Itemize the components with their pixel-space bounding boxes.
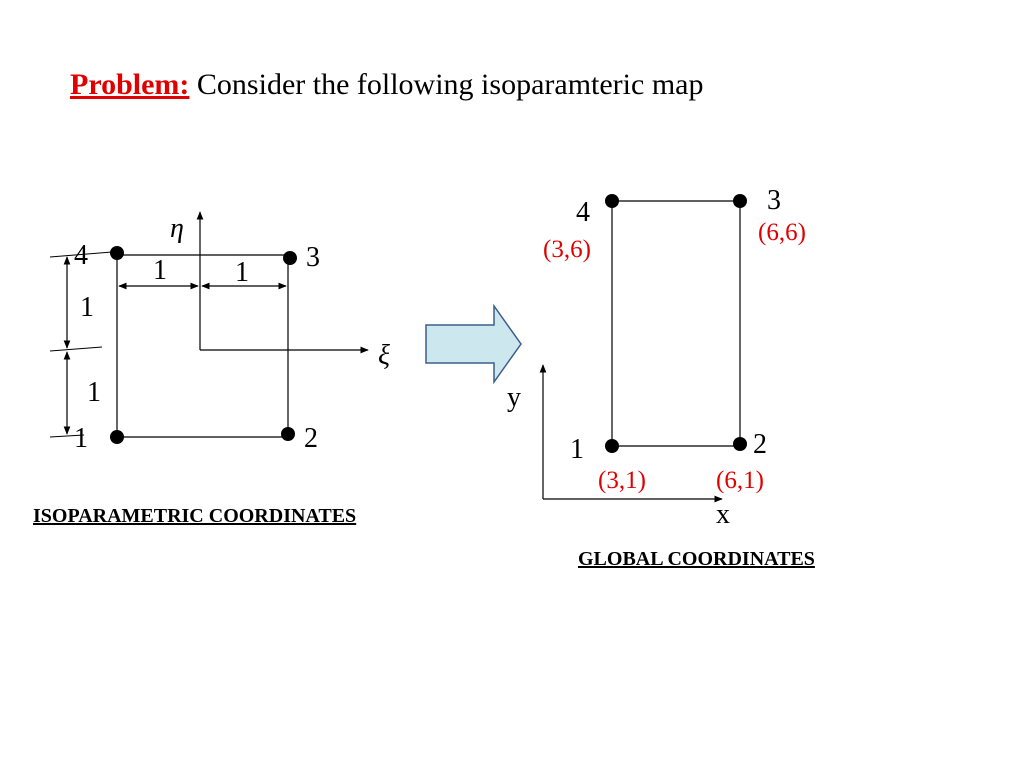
iso-node-1 (110, 430, 124, 444)
global-coord-4: (3,6) (543, 236, 591, 263)
ext-line-top (49, 251, 113, 258)
global-x-label: x (716, 499, 730, 530)
problem-title: Problem: Consider the following isoparam… (70, 68, 703, 102)
global-node-label-2: 2 (753, 429, 767, 460)
global-node-1 (605, 439, 619, 453)
iso-node-label-4: 4 (74, 240, 88, 271)
ext-line-mid (49, 346, 103, 352)
global-node-label-3: 3 (767, 185, 781, 216)
xi-label: ξ (378, 340, 390, 371)
problem-label: Problem: (70, 68, 190, 101)
global-caption: GLOBAL COORDINATES (578, 548, 815, 570)
iso-node-3 (283, 251, 297, 265)
iso-node-label-2: 2 (304, 423, 318, 454)
iso-node-4 (110, 246, 124, 260)
global-y-label: y (507, 382, 521, 413)
ext-line-bottom (49, 434, 85, 438)
dim-label-left-upper: 1 (80, 292, 94, 323)
dim-label-left-lower: 1 (87, 377, 101, 408)
dim-label-top-left: 1 (153, 255, 167, 286)
global-node-label-1: 1 (570, 434, 584, 465)
global-node-label-4: 4 (576, 197, 590, 228)
iso-node-label-1: 1 (74, 423, 88, 454)
problem-text: Consider the following isoparamteric map (196, 68, 704, 101)
isoparametric-element: η ξ 1 1 1 1 4 3 2 1 ISOPARAMETRIC COORDI… (33, 211, 390, 527)
iso-node-2 (281, 427, 295, 441)
global-coord-2: (6,1) (716, 467, 764, 494)
mapping-arrow (425, 303, 522, 385)
global-node-2 (733, 437, 747, 451)
isoparametric-caption: ISOPARAMETRIC COORDINATES (33, 505, 356, 527)
global-element: x y 4 3 2 1 (3,6) (6,6) (3,1) (6,1) GLOB… (507, 185, 815, 570)
dim-label-top-right: 1 (235, 257, 249, 288)
global-node-4 (605, 194, 619, 208)
global-coord-3: (6,6) (758, 219, 806, 246)
global-node-3 (733, 194, 747, 208)
iso-node-label-3: 3 (306, 242, 320, 273)
global-coord-1: (3,1) (598, 467, 646, 494)
eta-label: η (170, 213, 184, 244)
